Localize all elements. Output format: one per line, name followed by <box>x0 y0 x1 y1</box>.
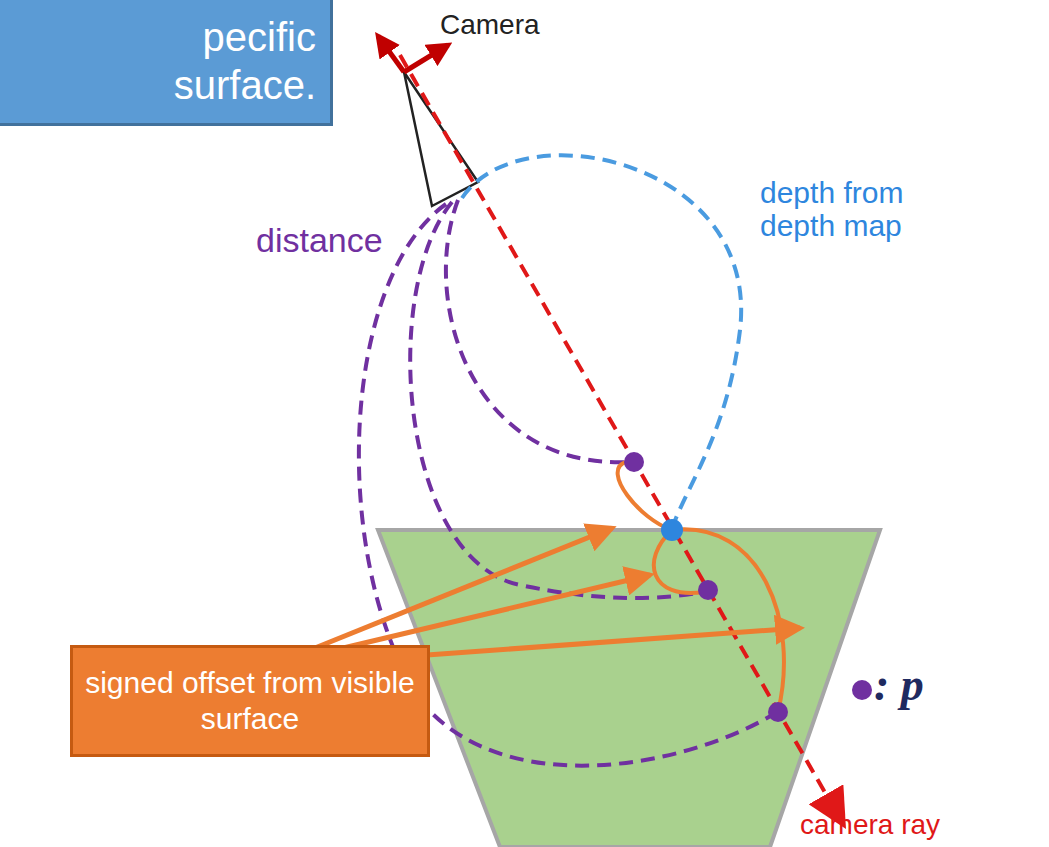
distance-label: distance <box>256 222 383 259</box>
depth-point <box>661 519 683 541</box>
sample-point <box>624 452 644 472</box>
camera-axis <box>378 36 404 72</box>
depth-arc <box>462 155 741 528</box>
sample-point <box>698 580 718 600</box>
sample-point <box>768 702 788 722</box>
note-box: pecific surface. <box>0 0 333 126</box>
box-text: pecific surface. <box>96 13 316 109</box>
offset-curve <box>654 530 704 593</box>
point-symbol: : p <box>874 660 924 711</box>
distance-arc <box>446 200 630 462</box>
camera-axis <box>404 45 448 72</box>
box-text: signed offset from visible surface <box>85 665 415 737</box>
camera-label: Camera <box>440 10 540 41</box>
ray-label: camera ray <box>800 810 940 841</box>
distance-arc <box>410 202 704 598</box>
depth-label: depth from depth map <box>760 176 960 242</box>
camera-ray <box>400 55 842 822</box>
offset-curve <box>618 462 672 530</box>
camera-icon <box>404 72 478 206</box>
callout-box: signed offset from visible surface <box>70 645 430 757</box>
offset-curve <box>672 529 784 712</box>
leader-arrow <box>310 528 612 650</box>
legend-dot <box>852 680 872 700</box>
